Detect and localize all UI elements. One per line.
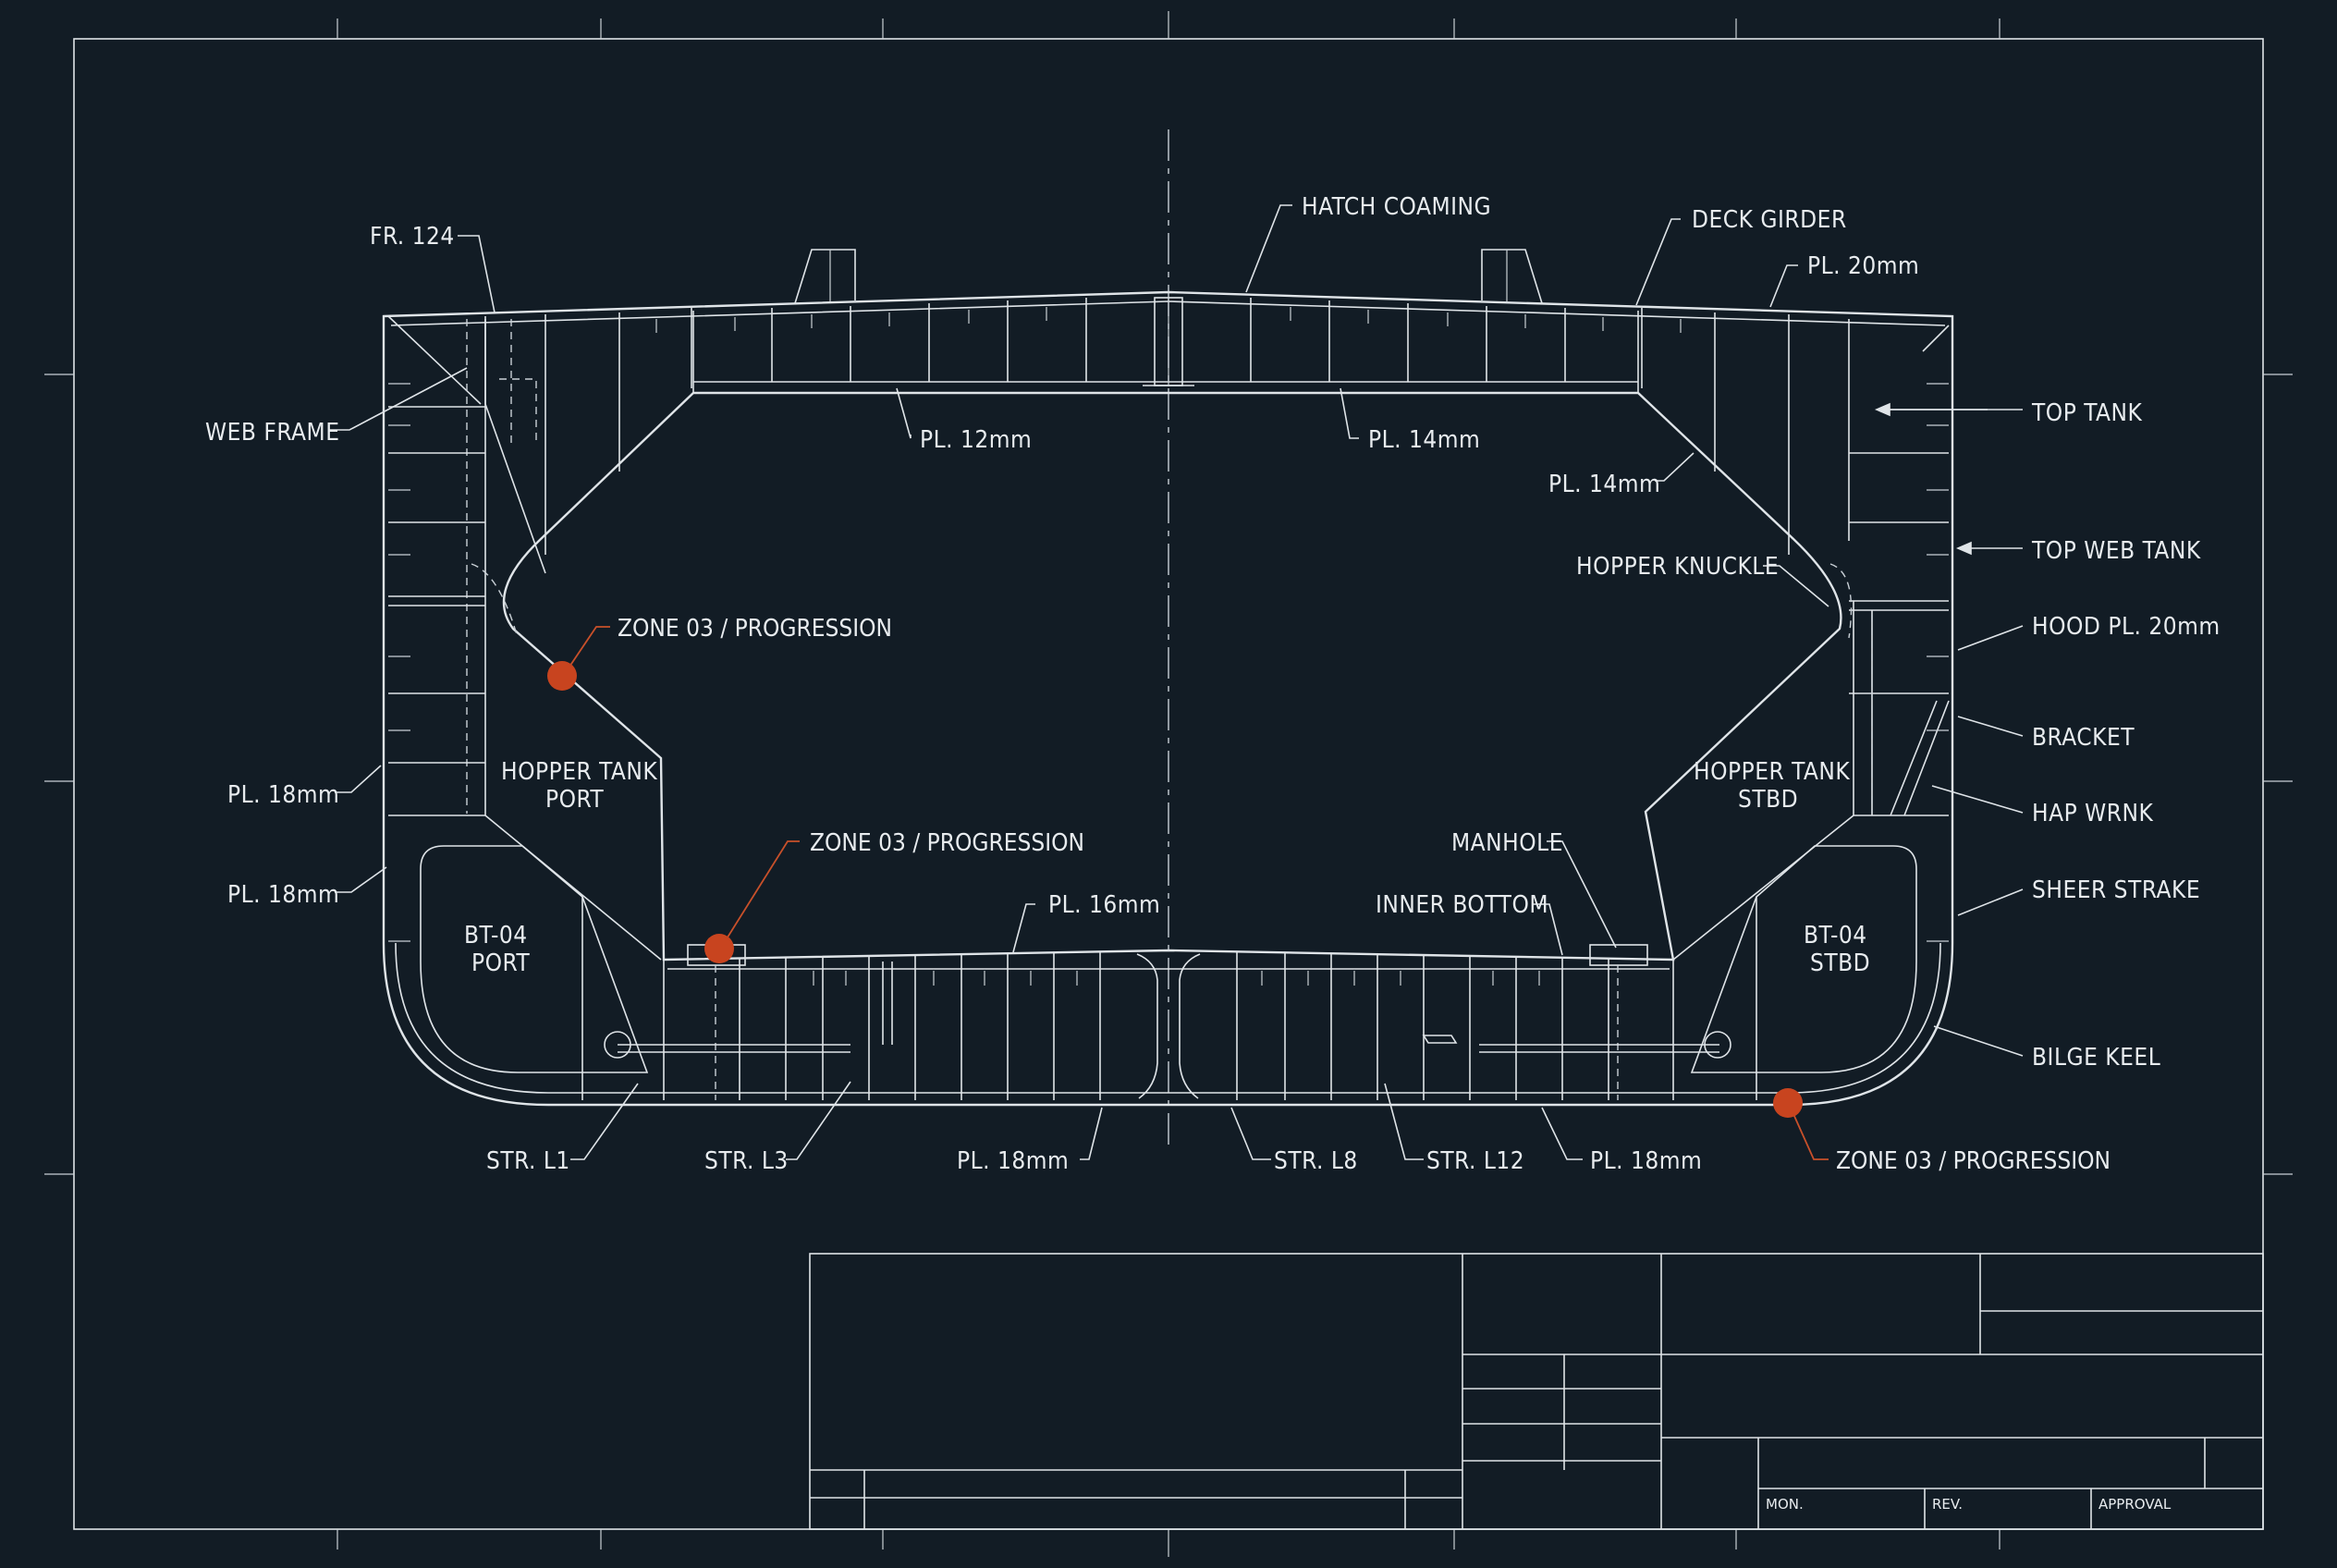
cargo-hold-boundary [502, 391, 1842, 962]
label-str-l1: STR. L1 [486, 1147, 570, 1175]
label-bt04-port-2: PORT [471, 949, 530, 977]
label-sheer-strake: SHEER STRAKE [2032, 876, 2200, 904]
label-bt04-stbd-2: STBD [1810, 949, 1870, 977]
label-str-l3: STR. L3 [704, 1147, 789, 1175]
label-pl18-left1: PL. 18mm [227, 781, 339, 809]
progression-markers [547, 626, 1829, 1160]
zone-marker-mid [704, 934, 734, 963]
label-web-frame: WEB FRAME [205, 419, 340, 447]
label-hood-pl: HOOD PL. 20mm [2032, 613, 2221, 641]
label-str-l8: STR. L8 [1274, 1147, 1358, 1175]
deck-web-frames [544, 298, 1790, 555]
label-bt04-stbd-1: BT-04 [1804, 922, 1867, 949]
label-pl14-right: PL. 14mm [1548, 471, 1660, 498]
label-zone-low: ZONE 03 / PROGRESSION [1836, 1147, 2111, 1175]
label-pl18-left2: PL. 18mm [227, 881, 339, 909]
label-hopper-stbd-1: HOPPER TANK [1694, 758, 1850, 786]
label-hap-wrnk: HAP WRNK [2032, 800, 2153, 827]
label-hopper-port-2: PORT [545, 786, 604, 814]
label-pl12: PL. 12mm [920, 426, 1032, 454]
label-bracket: BRACKET [2032, 724, 2135, 752]
hatch-coaming-right [1481, 249, 1543, 304]
centre-girder [1136, 953, 1201, 1099]
label-pl16: PL. 16mm [1048, 891, 1160, 919]
label-hopper-port-1: HOPPER TANK [501, 758, 657, 786]
zone-marker-low [1773, 1088, 1803, 1118]
bt04-port-boundary [420, 845, 649, 1073]
label-bilge-keel: BILGE KEEL [2032, 1044, 2160, 1072]
title-block-mon: MON. [1766, 1496, 1804, 1513]
label-top-web-tank: TOP WEB TANK [2031, 537, 2201, 565]
leader-lines [328, 204, 2024, 1160]
title-block-rev: REV. [1932, 1496, 1963, 1513]
label-inner-bottom: INNER BOTTOM [1376, 891, 1548, 919]
annotations: FR. 124 HATCH COAMING DECK GIRDER PL. 20… [205, 193, 2221, 1175]
label-fr124: FR. 124 [370, 223, 455, 251]
label-zone-upper: ZONE 03 / PROGRESSION [618, 615, 892, 643]
label-deck-girder: DECK GIRDER [1692, 206, 1847, 234]
label-zone-mid: ZONE 03 / PROGRESSION [810, 829, 1084, 857]
stiffener-ticks [388, 307, 1949, 986]
label-manhole: MANHOLE [1451, 829, 1563, 857]
title-block-approval: APPROVAL [2098, 1496, 2172, 1513]
manhole-stbd [1589, 944, 1648, 1100]
label-pl14-mid: PL. 14mm [1368, 426, 1480, 454]
label-bt04-port-1: BT-04 [464, 922, 528, 949]
bt04-stbd-boundary [1690, 845, 1917, 1073]
label-pl18-bot2: PL. 18mm [1590, 1147, 1702, 1175]
label-top-tank: TOP TANK [2031, 399, 2142, 427]
hatch-coaming-left [794, 249, 856, 304]
double-bottom-floors [663, 951, 1674, 1100]
label-hatch-coaming: HATCH COAMING [1302, 193, 1491, 221]
label-pl18-bot1: PL. 18mm [957, 1147, 1069, 1175]
label-str-l12: STR. L12 [1426, 1147, 1524, 1175]
label-hopper-stbd-2: STBD [1738, 786, 1798, 814]
title-block: MON. REV. APPROVAL [809, 1253, 2264, 1530]
label-hopper-knuckle: HOPPER KNUCKLE [1576, 553, 1779, 581]
zone-marker-upper [547, 661, 577, 691]
label-pl20-top: PL. 20mm [1807, 252, 1919, 280]
